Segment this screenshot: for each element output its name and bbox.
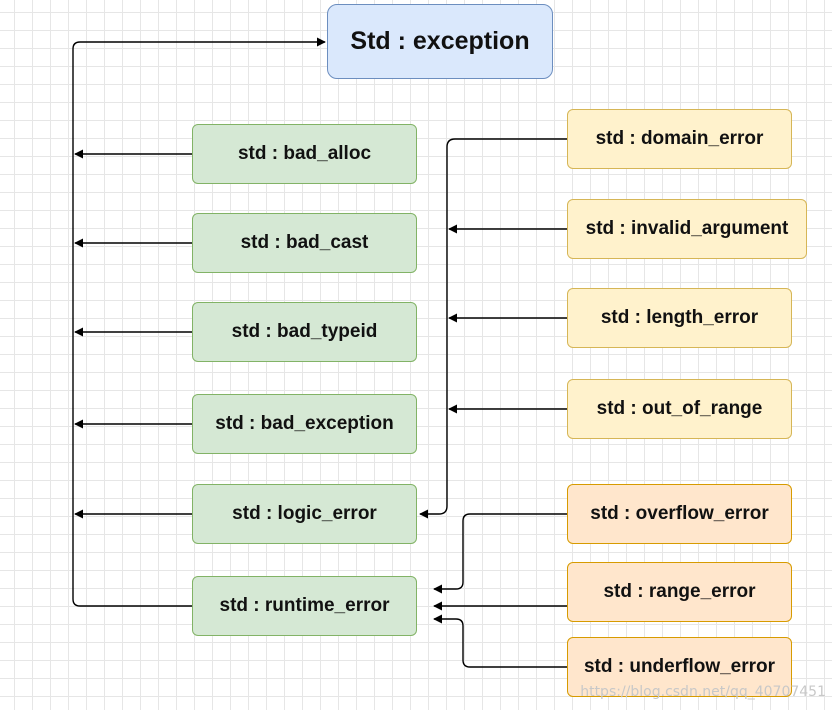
edge-domain-error-to-logic-error bbox=[419, 138, 567, 519]
logic-error-node[interactable]: std : logic_error bbox=[192, 484, 417, 544]
exception-node[interactable]: Std : exception bbox=[327, 4, 553, 79]
watermark-text: https://blog.csdn.net/qq_40707451 bbox=[580, 684, 826, 700]
bad-alloc-label: std : bad_alloc bbox=[237, 143, 372, 164]
edge-underflow-error-to-runtime-error bbox=[433, 614, 567, 668]
edge-overflow-error-to-runtime-error bbox=[433, 513, 567, 594]
bad-cast-label: std : bad_cast bbox=[240, 232, 369, 253]
domain-error-node[interactable]: std : domain_error bbox=[567, 109, 792, 169]
length-error-label: std : length_error bbox=[600, 307, 759, 328]
underflow-error-label: std : underflow_error bbox=[583, 656, 776, 677]
bad-typeid-node[interactable]: std : bad_typeid bbox=[192, 302, 417, 362]
edge-runtime-error-to-exception bbox=[72, 37, 326, 607]
underflow-error-node[interactable]: std : underflow_error bbox=[567, 637, 792, 697]
logic-error-label: std : logic_error bbox=[232, 503, 377, 524]
invalid-argument-node[interactable]: std : invalid_argument bbox=[567, 199, 807, 259]
domain-error-label: std : domain_error bbox=[595, 128, 764, 149]
overflow-error-node[interactable]: std : overflow_error bbox=[567, 484, 792, 544]
runtime-error-label: std : runtime_error bbox=[219, 595, 390, 616]
range-error-node[interactable]: std : range_error bbox=[567, 562, 792, 622]
out-of-range-node[interactable]: std : out_of_range bbox=[567, 379, 792, 439]
bad-typeid-label: std : bad_typeid bbox=[231, 321, 378, 342]
bad-exception-label: std : bad_exception bbox=[215, 413, 394, 434]
bad-alloc-node[interactable]: std : bad_alloc bbox=[192, 124, 417, 184]
length-error-node[interactable]: std : length_error bbox=[567, 288, 792, 348]
out-of-range-label: std : out_of_range bbox=[596, 398, 763, 419]
exception-node-label: Std : exception bbox=[350, 27, 530, 55]
bad-exception-node[interactable]: std : bad_exception bbox=[192, 394, 417, 454]
range-error-label: std : range_error bbox=[603, 581, 756, 602]
runtime-error-node[interactable]: std : runtime_error bbox=[192, 576, 417, 636]
overflow-error-label: std : overflow_error bbox=[590, 503, 769, 524]
invalid-argument-label: std : invalid_argument bbox=[585, 218, 789, 239]
bad-cast-node[interactable]: std : bad_cast bbox=[192, 213, 417, 273]
